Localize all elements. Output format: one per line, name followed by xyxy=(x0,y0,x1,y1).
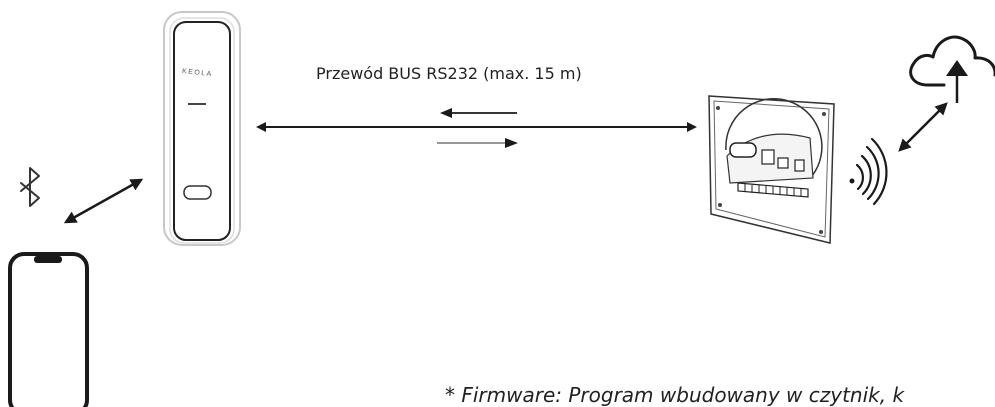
reader-button xyxy=(183,185,212,200)
controller-module-device xyxy=(708,95,835,244)
data-flow-left-arrow xyxy=(440,108,517,118)
smartphone-icon xyxy=(8,252,89,407)
firmware-footnote: * Firmware: Program wbudowany w czytnik,… xyxy=(445,383,905,407)
data-flow-right-arrow xyxy=(437,138,518,148)
bluetooth-icon xyxy=(20,167,40,207)
cloud-link-arrow xyxy=(898,102,948,152)
reader-brand-label: KEOLA xyxy=(182,68,213,78)
cable-label: Przewód BUS RS232 (max. 15 m) xyxy=(316,64,582,83)
card-reader-device: KEOLA xyxy=(163,11,241,246)
cloud-upload-icon xyxy=(909,35,995,103)
bluetooth-link-arrow xyxy=(63,178,144,224)
wireless-signal-icon xyxy=(849,137,888,206)
reader-led xyxy=(188,103,206,105)
